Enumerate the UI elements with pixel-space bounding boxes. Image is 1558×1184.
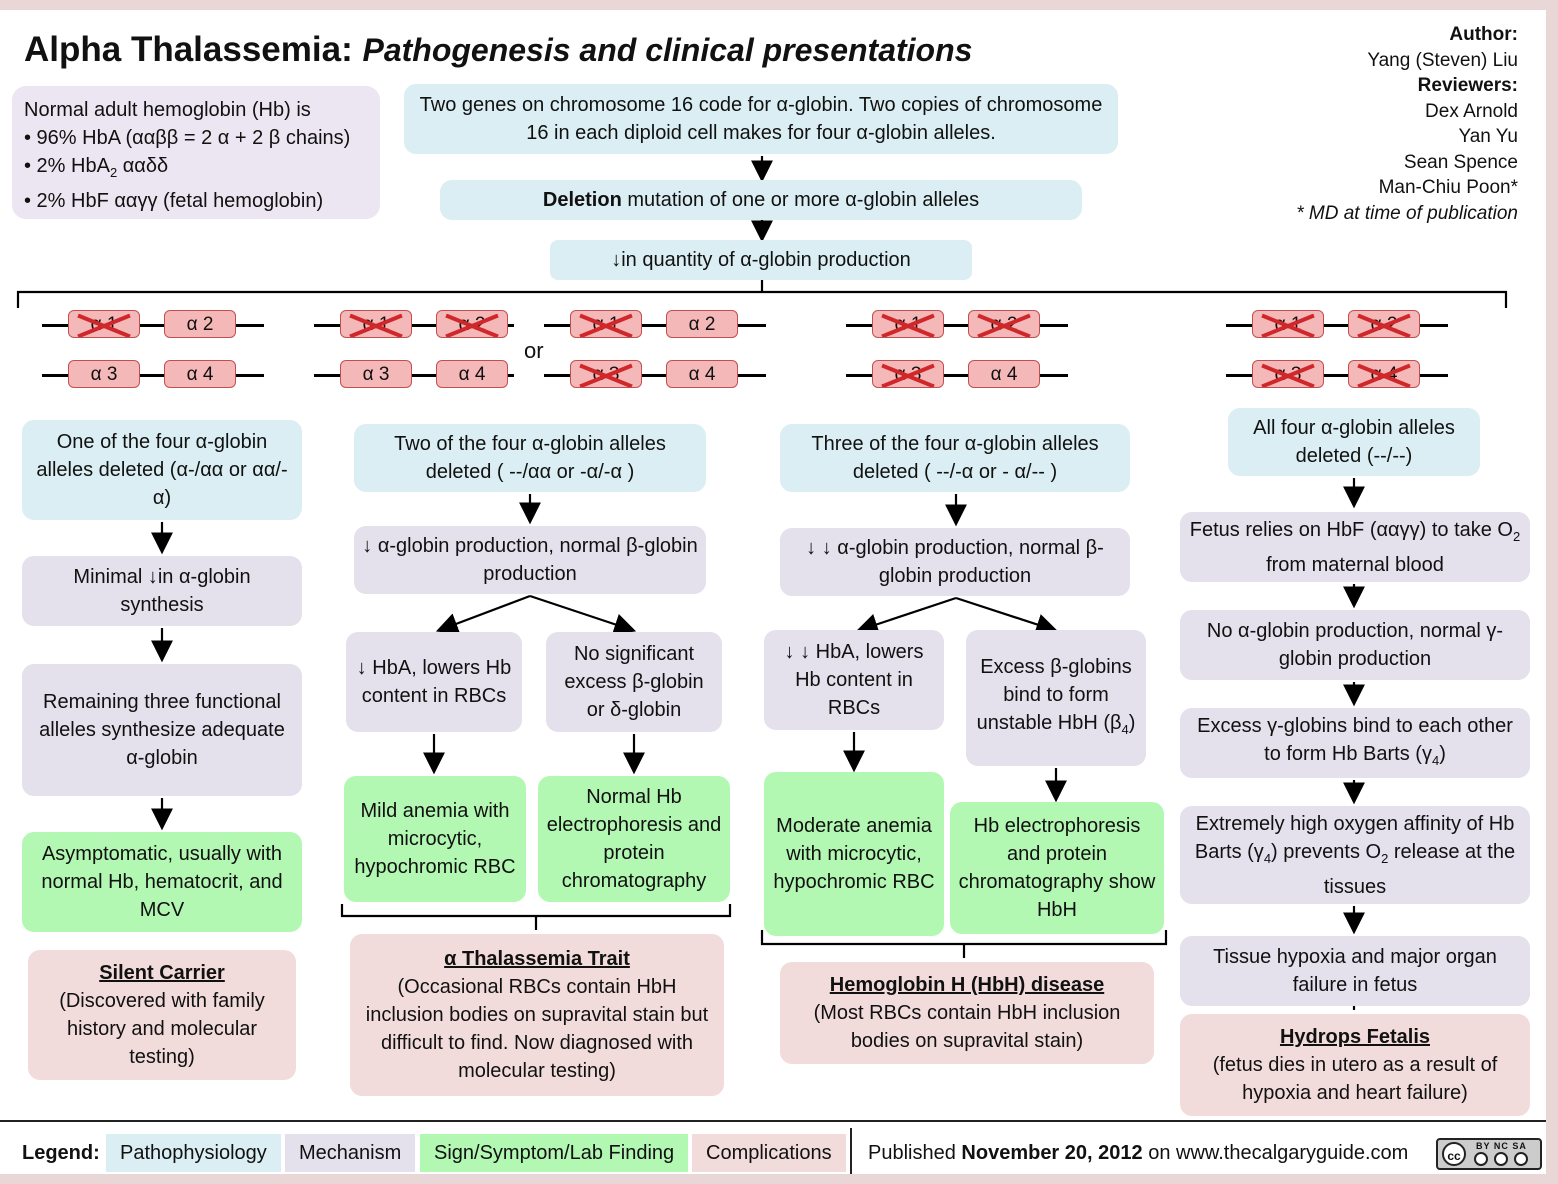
col1-minimal-decrease-box: Minimal ↓in α-globin synthesis: [22, 556, 302, 626]
cc-license-text: BY NC SA: [1476, 1141, 1527, 1151]
page: Alpha Thalassemia: Pathogenesis and clin…: [0, 10, 1546, 1174]
legend-bar: Legend: Pathophysiology Mechanism Sign/S…: [0, 1120, 1546, 1174]
flow-connectors: [16, 156, 1508, 1010]
allele-a4: α 4: [666, 360, 738, 388]
authors-note: * MD at time of publication: [1296, 202, 1518, 224]
col1-one-deleted-box: One of the four α-globin alleles deleted…: [22, 420, 302, 520]
alpha-thalassemia-trait-body: (Occasional RBCs contain HbH inclusion b…: [365, 976, 709, 1082]
title-main: Alpha Thalassemia:: [24, 30, 353, 69]
alpha-thalassemia-trait-title: α Thalassemia Trait: [444, 948, 630, 970]
col3-hbh-electrophoresis-box: Hb electrophoresis and protein chromatog…: [950, 802, 1164, 934]
col2-normal-electrophoresis-box: Normal Hb electrophoresis and protein ch…: [538, 776, 730, 902]
col3-decreased-hba-box: ↓ ↓ HbA, lowers Hb content in RBCs: [764, 630, 944, 730]
deletion-box: Deletion mutation of one or more α-globi…: [440, 180, 1082, 220]
silent-carrier-box: Silent Carrier (Discovered with family h…: [28, 950, 296, 1080]
allele-a4: α 4: [436, 360, 508, 388]
legend-label: Legend:: [22, 1142, 100, 1164]
publication-info: Published November 20, 2012 on www.theca…: [868, 1142, 1409, 1164]
sa-icon: [1514, 1152, 1528, 1166]
col3-three-deleted-box: Three of the four α-globin alleles delet…: [780, 424, 1130, 492]
legend-mechanism: Mechanism: [285, 1134, 416, 1172]
allele-a2: α 2: [164, 310, 236, 338]
cc-license-icon[interactable]: cc BY NC SA: [1436, 1138, 1542, 1170]
legend-pathophysiology: Pathophysiology: [106, 1134, 281, 1172]
col2-decreased-hba-box: ↓ HbA, lowers Hb content in RBCs: [346, 632, 522, 732]
reviewer-name: Yan Yu: [1458, 126, 1518, 147]
normal-hemoglobin-box: Normal adult hemoglobin (Hb) is • 96% Hb…: [12, 86, 380, 219]
hydrops-fetalis-body: (fetus dies in utero as a result of hypo…: [1212, 1054, 1498, 1104]
allele-diagram-one-deleted: α 1 α 2 α 3 α 4: [42, 310, 264, 400]
allele-a2-deleted: α 2: [436, 310, 508, 338]
nc-icon: [1494, 1152, 1508, 1166]
hydrops-fetalis-box: Hydrops Fetalis (fetus dies in utero as …: [1180, 1014, 1530, 1116]
allele-diagram-four-deleted: α 1 α 2 α 3 α 4: [1226, 310, 1448, 400]
silent-carrier-title: Silent Carrier: [99, 962, 225, 984]
col2-no-excess-box: No significant excess β-globin or δ-glob…: [546, 632, 722, 732]
col4-no-alpha-box: No α-globin production, normal γ-globin …: [1180, 610, 1530, 680]
legend-complications: Complications: [692, 1134, 846, 1172]
allele-a1-deleted: α 1: [872, 310, 944, 338]
col1-asymptomatic-box: Asymptomatic, usually with normal Hb, he…: [22, 832, 302, 932]
allele-a3: α 3: [68, 360, 140, 388]
hb-line: • 96% HbA (ααββ = 2 α + 2 β chains): [24, 127, 351, 149]
allele-a3-deleted: α 3: [872, 360, 944, 388]
allele-a2-deleted: α 2: [1348, 310, 1420, 338]
reviewer-name: Dex Arnold: [1425, 100, 1518, 122]
col1-remaining-alleles-box: Remaining three functional alleles synth…: [22, 664, 302, 796]
silent-carrier-body: (Discovered with family history and mole…: [59, 990, 265, 1068]
allele-a4: α 4: [968, 360, 1040, 388]
col3-moderate-anemia-box: Moderate anemia with microcytic, hypochr…: [764, 772, 944, 936]
hbh-disease-body: (Most RBCs contain HbH inclusion bodies …: [813, 1002, 1121, 1052]
legend-divider: [850, 1128, 852, 1174]
col4-tissue-hypoxia-box: Tissue hypoxia and major organ failure i…: [1180, 936, 1530, 1006]
hb-line: • 2% HbF ααγγ (fetal hemoglobin): [24, 190, 324, 212]
allele-a1-deleted: α 1: [1252, 310, 1324, 338]
allele-a1-deleted: α 1: [340, 310, 412, 338]
allele-a3-deleted: α 3: [570, 360, 642, 388]
reviewer-name: Sean Spence: [1403, 151, 1518, 173]
page-title: Alpha Thalassemia: Pathogenesis and clin…: [24, 30, 972, 70]
author-label: Author:: [1449, 24, 1518, 45]
allele-a2-deleted: α 2: [968, 310, 1040, 338]
col2-decreased-production-box: ↓ α-globin production, normal β-globin p…: [354, 526, 706, 594]
allele-a1-deleted: α 1: [570, 310, 642, 338]
allele-a2: α 2: [666, 310, 738, 338]
alpha-thalassemia-trait-box: α Thalassemia Trait (Occasional RBCs con…: [350, 934, 724, 1096]
or-label: or: [524, 338, 544, 363]
cc-icon: cc: [1442, 1142, 1466, 1166]
by-icon: [1474, 1152, 1488, 1166]
allele-diagram-two-deleted-b: α 1 α 2 α 3 α 4: [544, 310, 766, 400]
col4-hb-barts-box: Excess γ-globins bind to each other to f…: [1180, 708, 1530, 778]
allele-a4: α 4: [164, 360, 236, 388]
allele-a3-deleted: α 3: [1252, 360, 1324, 388]
col2-two-deleted-box: Two of the four α-globin alleles deleted…: [354, 424, 706, 492]
author-name: Yang (Steven) Liu: [1367, 49, 1518, 71]
hbh-disease-title: Hemoglobin H (HbH) disease: [829, 974, 1105, 996]
allele-diagram-three-deleted: α 1 α 2 α 3 α 4: [846, 310, 1068, 400]
top-brace: [16, 278, 1508, 308]
col3-decreased-production-box: ↓ ↓ α-globin production, normal β-globin…: [780, 528, 1130, 596]
allele-a4-deleted: α 4: [1348, 360, 1420, 388]
legend-sign-symptom: Sign/Symptom/Lab Finding: [420, 1134, 689, 1172]
col4-oxygen-affinity-box: Extremely high oxygen affinity of Hb Bar…: [1180, 806, 1530, 904]
allele-a3: α 3: [340, 360, 412, 388]
authors-block: Author: Yang (Steven) Liu Reviewers: Dex…: [1296, 22, 1518, 226]
allele-diagram-two-deleted-a: α 1 α 2 α 3 α 4: [314, 310, 536, 400]
col3-excess-beta-box: Excess β-globins bind to form unstable H…: [966, 630, 1146, 766]
hbh-disease-box: Hemoglobin H (HbH) disease (Most RBCs co…: [780, 962, 1154, 1064]
genes-box: Two genes on chromosome 16 code for α-gl…: [404, 84, 1118, 154]
decrease-box: ↓in quantity of α-globin production: [550, 240, 972, 280]
col4-four-deleted-box: All four α-globin alleles deleted (--/--…: [1228, 408, 1480, 476]
col4-fetus-hbf-box: Fetus relies on HbF (ααγγ) to take O2 fr…: [1180, 512, 1530, 582]
hb-line: Normal adult hemoglobin (Hb) is: [24, 99, 311, 121]
allele-a1-deleted: α 1: [68, 310, 140, 338]
reviewers-label: Reviewers:: [1417, 75, 1518, 96]
title-sub: Pathogenesis and clinical presentations: [362, 32, 973, 68]
hydrops-fetalis-title: Hydrops Fetalis: [1279, 1026, 1431, 1048]
reviewer-name: Man-Chiu Poon*: [1378, 177, 1518, 198]
col2-mild-anemia-box: Mild anemia with microcytic, hypochromic…: [344, 776, 526, 902]
hb-line: • 2% HbA2 ααδδ: [24, 155, 169, 180]
